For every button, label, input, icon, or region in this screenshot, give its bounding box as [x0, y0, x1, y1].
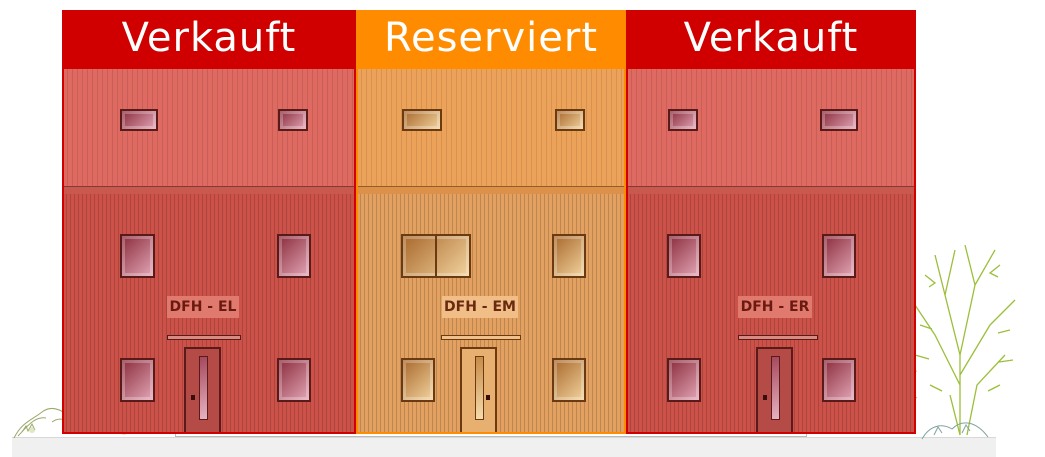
window	[277, 234, 311, 278]
roof-window	[668, 109, 698, 131]
facade: DFH - EL	[62, 194, 356, 434]
window	[667, 358, 701, 402]
door-handle	[763, 395, 767, 400]
front-door	[756, 347, 793, 434]
house-label: DFH - EM	[442, 296, 518, 318]
roof-window	[820, 109, 858, 131]
facade: DFH - ER	[626, 194, 916, 434]
roof-window	[555, 109, 585, 131]
house-right[interactable]: Verkauft DFH - ER	[626, 10, 916, 434]
door-canopy	[738, 335, 818, 340]
window	[552, 234, 586, 278]
window	[552, 358, 586, 402]
door-canopy	[167, 335, 241, 340]
house-middle[interactable]: Reserviert DFH - EM	[356, 10, 626, 434]
window	[822, 234, 856, 278]
house-left[interactable]: Verkauft DFH - EL	[62, 10, 356, 434]
status-banner-right: Verkauft	[626, 10, 916, 67]
door-canopy	[441, 335, 521, 340]
door-handle	[191, 395, 195, 400]
roof-window	[278, 109, 308, 131]
ground-strip	[12, 437, 996, 457]
roof	[626, 67, 916, 188]
window-mullion	[435, 236, 437, 276]
roof-window	[402, 109, 442, 131]
roof-window	[120, 109, 158, 131]
window	[120, 358, 155, 402]
double-window	[401, 234, 471, 278]
bush-icon	[921, 422, 989, 440]
window	[120, 234, 155, 278]
window	[277, 358, 311, 402]
window	[401, 358, 435, 402]
front-door	[184, 347, 221, 434]
door-glass	[475, 356, 484, 420]
door-handle	[486, 395, 490, 400]
status-banner-left: Verkauft	[62, 10, 356, 67]
house-label: DFH - EL	[167, 296, 239, 318]
house-label: DFH - ER	[738, 296, 812, 318]
front-door	[460, 347, 497, 434]
door-glass	[199, 356, 208, 420]
roof	[356, 67, 626, 188]
facade: DFH - EM	[356, 194, 626, 434]
window	[667, 234, 701, 278]
window	[822, 358, 856, 402]
door-glass	[771, 356, 780, 420]
roof	[62, 67, 356, 188]
status-banner-middle: Reserviert	[356, 10, 626, 67]
